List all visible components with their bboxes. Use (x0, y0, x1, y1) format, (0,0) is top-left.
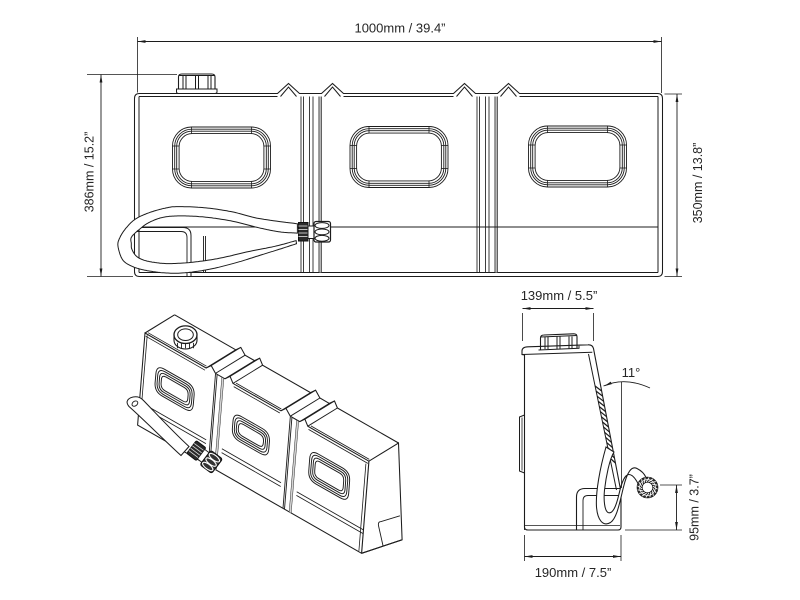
svg-text:190mm / 7.5”: 190mm / 7.5” (535, 565, 612, 580)
svg-text:386mm / 15.2”: 386mm / 15.2” (83, 132, 97, 213)
svg-text:1000mm / 39.4”: 1000mm / 39.4” (354, 21, 445, 36)
svg-text:11°: 11° (622, 365, 641, 380)
svg-text:350mm / 13.8”: 350mm / 13.8” (691, 143, 705, 224)
svg-text:95mm / 3.7”: 95mm / 3.7” (688, 474, 702, 541)
svg-text:139mm / 5.5”: 139mm / 5.5” (521, 288, 598, 303)
